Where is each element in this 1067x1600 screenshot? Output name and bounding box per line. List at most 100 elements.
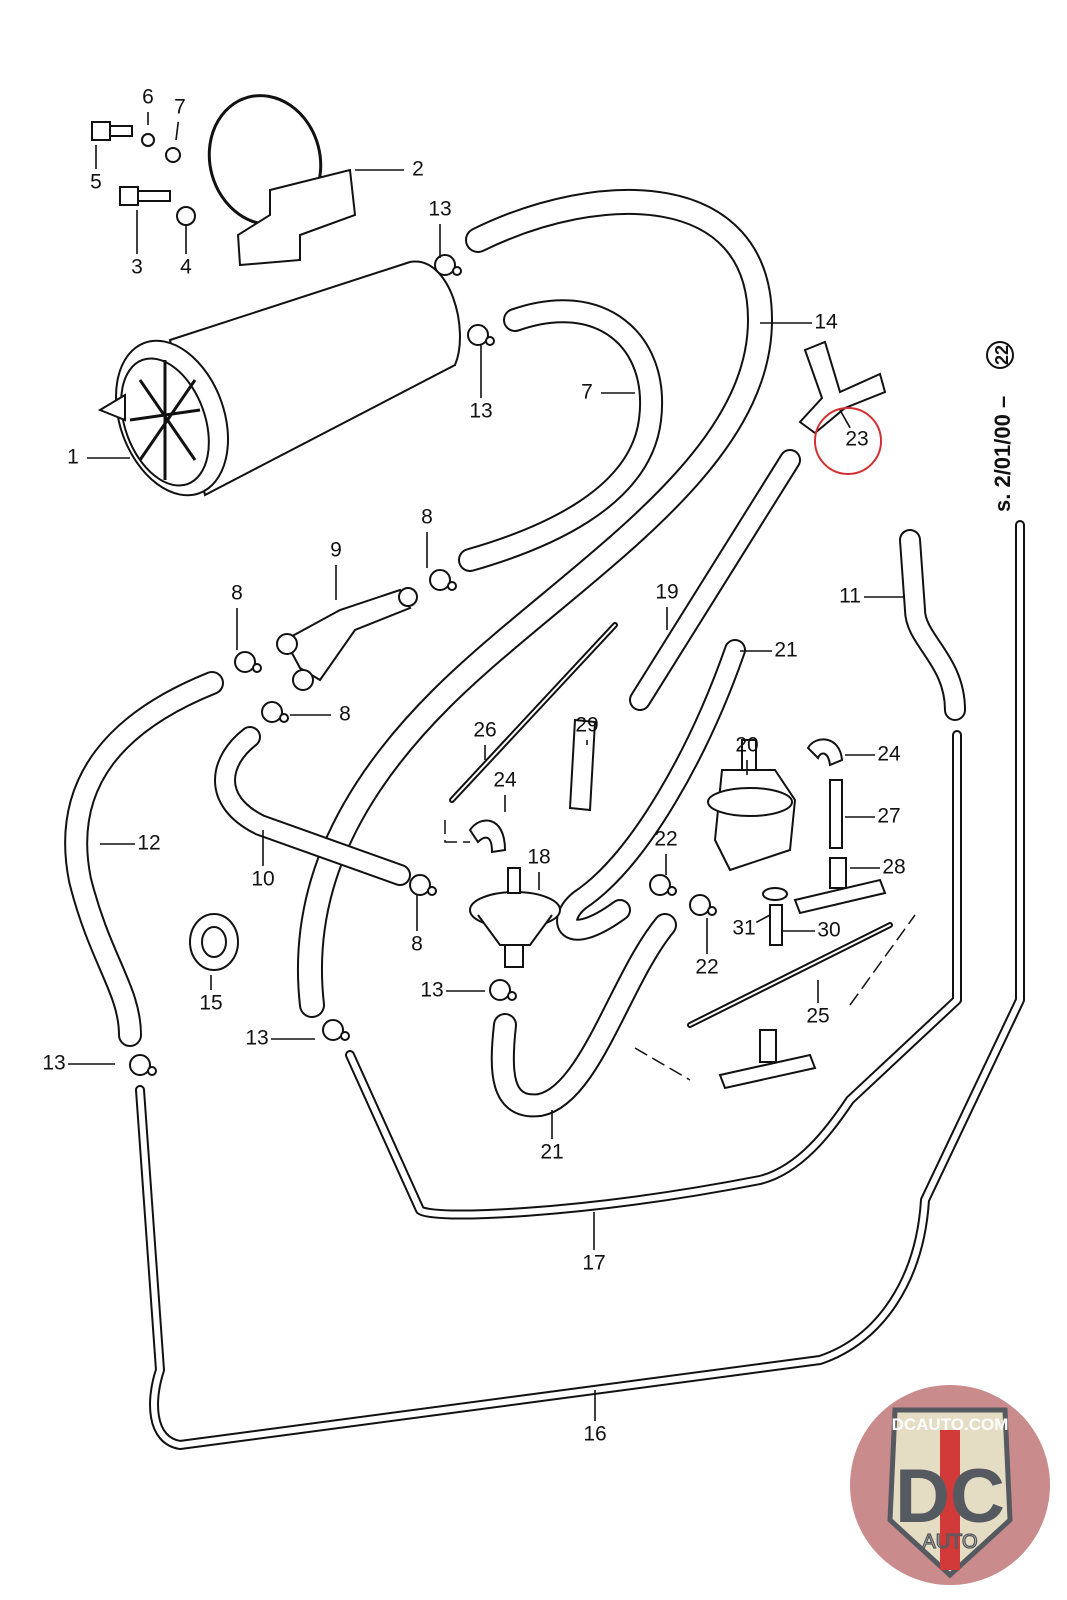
callout-22: 22 [695, 918, 719, 979]
rod-25 [687, 922, 893, 1028]
callout-18: 18 [527, 846, 551, 890]
clamp-screw-icon [707, 906, 717, 916]
callout-number: 13 [42, 1052, 65, 1075]
bolts-washers [91, 121, 196, 226]
callout-number: 13 [420, 979, 443, 1002]
callout-16: 16 [583, 1390, 607, 1446]
callout-number: 7 [174, 96, 186, 119]
circled-ref-badge [986, 341, 1014, 369]
callout-20: 20 [735, 734, 759, 775]
hose-clamp-icon [129, 1054, 151, 1076]
callout-number: 4 [180, 256, 192, 279]
callout-number: 17 [582, 1252, 605, 1275]
callout-number: 16 [583, 1423, 606, 1446]
callout-number: 10 [251, 868, 274, 891]
callout-number: 15 [199, 992, 222, 1015]
callout-number: 1 [67, 446, 79, 469]
callout-15: 15 [199, 975, 223, 1015]
callout-22: 22 [654, 828, 678, 875]
callout-number: 8 [421, 506, 433, 529]
callout-24: 24 [493, 769, 517, 812]
callout-19: 19 [655, 581, 679, 630]
t-pieces [468, 718, 887, 1090]
clamp-screw-icon [452, 266, 462, 276]
callout-5: 5 [90, 145, 102, 194]
hose-21-lower [490, 913, 677, 1118]
callout-13: 13 [428, 198, 452, 258]
callout-number: 18 [527, 846, 550, 869]
callout-number: 24 [877, 743, 901, 766]
callout-number: 19 [655, 581, 678, 604]
leader-line [839, 409, 851, 429]
callout-number: 13 [428, 198, 451, 221]
hose-clamp-icon [322, 1019, 344, 1041]
leader-line [755, 914, 771, 924]
fuel-filter-canister [97, 260, 461, 497]
callout-7: 7 [581, 381, 635, 404]
hose-clamp-icon [429, 569, 451, 591]
callout-number: 2 [412, 158, 424, 181]
callout-7: 7 [174, 96, 186, 141]
grommet [189, 913, 239, 971]
callout-number: 14 [814, 311, 838, 334]
callout-3: 3 [131, 210, 143, 279]
tube-17 [345, 730, 962, 1220]
hoses-layer [64, 188, 1025, 1450]
callout-number: 20 [735, 734, 758, 757]
callout-12: 12 [100, 832, 161, 855]
callout-28: 28 [850, 856, 906, 879]
svg-text:AUTO: AUTO [922, 1531, 977, 1553]
callout-13: 13 [245, 1027, 315, 1050]
dashed-guides [444, 820, 916, 1081]
callout-number: 8 [231, 582, 243, 605]
hose-clamp-icon [409, 874, 431, 896]
callout-number: 21 [774, 639, 797, 662]
callout-30: 30 [782, 919, 841, 942]
svg-text:DCAUTO.COM: DCAUTO.COM [892, 1415, 1009, 1434]
hose-clamp-icon [467, 324, 489, 346]
hose-clamp-icon [489, 979, 511, 1001]
callout-11: 11 [839, 585, 905, 608]
hose-clamp-icon [261, 701, 283, 723]
clamp-screw-icon [447, 581, 457, 591]
callout-number: 8 [339, 703, 351, 726]
callout-number: 30 [817, 919, 840, 942]
callout-number: 27 [877, 805, 900, 828]
callout-number: 7 [581, 381, 593, 404]
callout-number: 12 [137, 832, 160, 855]
pressure-regulator [707, 739, 797, 872]
hose-clamp-icon [234, 651, 256, 673]
hose-14 [296, 188, 773, 1018]
hose-clamp-icon [649, 874, 671, 896]
callout-number: 21 [540, 1141, 563, 1164]
callout-14: 14 [760, 311, 838, 334]
hose-19 [629, 449, 801, 711]
callout-number: 22 [654, 828, 677, 851]
callout-number: 13 [245, 1027, 268, 1050]
callout-8: 8 [290, 703, 351, 726]
callout-number: 28 [882, 856, 905, 879]
callout-13: 13 [420, 979, 485, 1002]
callout-number: 24 [493, 769, 517, 792]
callout-17: 17 [582, 1212, 606, 1275]
callout-number: 5 [90, 171, 102, 194]
callout-21: 21 [540, 1110, 564, 1164]
clamp-screw-icon [427, 886, 437, 896]
callout-6: 6 [142, 86, 154, 125]
callout-number: 26 [473, 719, 496, 742]
callout-23: 23 [839, 409, 869, 451]
check-valve [469, 867, 561, 968]
callout-number: 11 [839, 585, 861, 608]
callout-29: 29 [575, 714, 599, 745]
callout-4: 4 [180, 225, 192, 279]
callout-number: 29 [575, 714, 598, 737]
clamp-screw-icon [340, 1031, 350, 1041]
callout-number: 8 [411, 933, 423, 956]
y-connector-23 [798, 340, 887, 435]
callout-number: 25 [806, 1005, 829, 1028]
callout-21: 21 [740, 639, 798, 662]
leader-line [175, 121, 180, 141]
